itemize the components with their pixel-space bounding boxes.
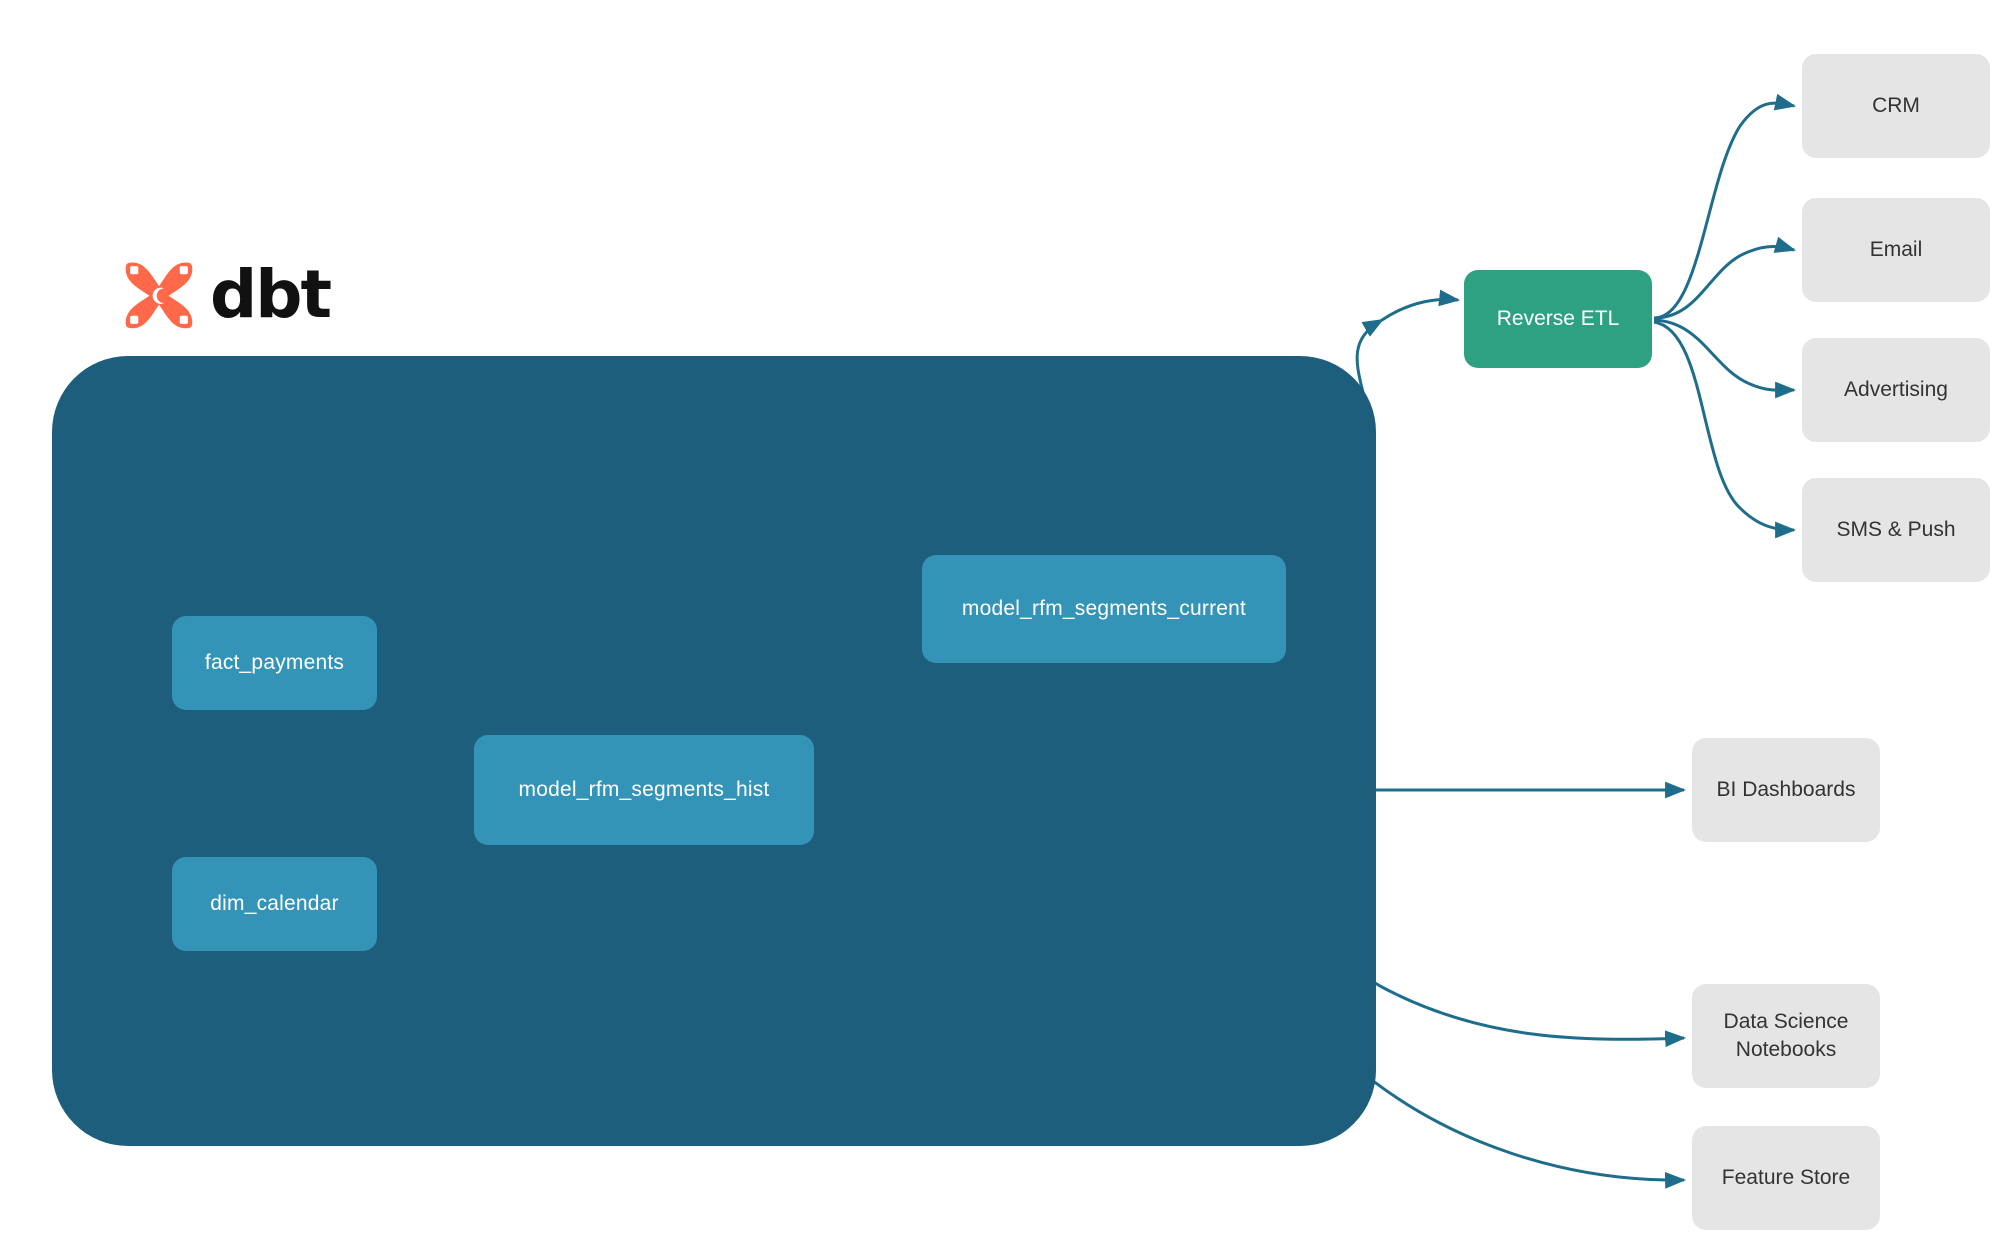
- destination-label: Feature Store: [1721, 1165, 1851, 1189]
- model-node-label: model_rfm_segments_hist: [518, 778, 770, 801]
- model-node-rfm-segments-hist[interactable]: model_rfm_segments_hist: [474, 735, 814, 845]
- dbt-wordmark: dbt: [210, 256, 332, 333]
- edge-current-to-reverse-etl-tail: [1381, 289, 1461, 322]
- reverse-etl-label: Reverse ETL: [1496, 307, 1620, 330]
- edge-reverse-etl-to-email: [1653, 236, 1797, 320]
- dbt-x-mark-icon: [125, 262, 193, 329]
- reverse-etl-node[interactable]: Reverse ETL: [1464, 270, 1652, 368]
- model-node-label: model_rfm_segments_current: [961, 597, 1247, 620]
- destination-email[interactable]: Email: [1802, 198, 1990, 302]
- destination-advertising[interactable]: Advertising: [1802, 338, 1990, 442]
- model-node-label: fact_payments: [204, 651, 345, 674]
- destination-crm[interactable]: CRM: [1802, 54, 1990, 158]
- destination-label: CRM: [1872, 93, 1920, 117]
- model-node-fact-payments[interactable]: fact_payments: [172, 616, 377, 710]
- model-node-label: dim_calendar: [210, 892, 339, 915]
- model-node-dim-calendar[interactable]: dim_calendar: [172, 857, 377, 951]
- model-node-rfm-segments-current[interactable]: model_rfm_segments_current: [922, 555, 1286, 663]
- edge-reverse-etl-to-advertising: [1653, 318, 1797, 399]
- destination-label: Advertising: [1844, 377, 1948, 401]
- destination-feature-store[interactable]: Feature Store: [1692, 1126, 1880, 1230]
- destination-label: BI Dashboards: [1716, 777, 1856, 801]
- destination-label: SMS & Push: [1836, 517, 1956, 541]
- edge-reverse-etl-to-sms: [1653, 320, 1797, 539]
- destination-bi-dashboards[interactable]: BI Dashboards: [1692, 738, 1880, 842]
- edge-reverse-etl-to-crm: [1653, 93, 1797, 320]
- dbt-logo: dbt: [122, 256, 332, 333]
- destination-label: Email: [1869, 237, 1923, 261]
- destination-sms-push[interactable]: SMS & Push: [1802, 478, 1990, 582]
